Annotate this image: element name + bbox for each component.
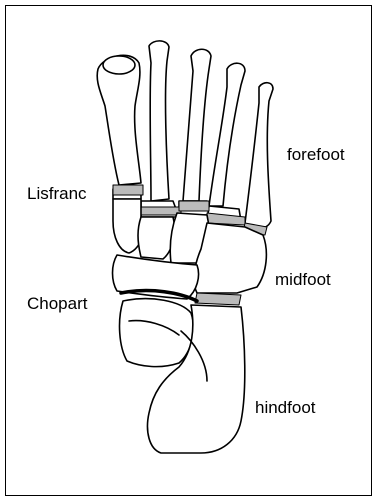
second-ray bbox=[141, 41, 179, 217]
cuboid bbox=[194, 223, 266, 305]
foot-bones-drawing bbox=[6, 6, 373, 497]
hindfoot-label: hindfoot bbox=[255, 398, 316, 418]
third-ray bbox=[179, 49, 211, 215]
foot-skeleton-figure: forefoot Lisfranc midfoot Chopart hindfo… bbox=[5, 5, 372, 496]
chopart-label: Chopart bbox=[27, 294, 87, 314]
first-ray bbox=[97, 55, 141, 199]
fifth-ray bbox=[245, 83, 273, 230]
midfoot-label: midfoot bbox=[275, 270, 331, 290]
forefoot-label: forefoot bbox=[287, 145, 345, 165]
lisfranc-label: Lisfranc bbox=[27, 184, 87, 204]
fourth-ray bbox=[207, 63, 245, 221]
